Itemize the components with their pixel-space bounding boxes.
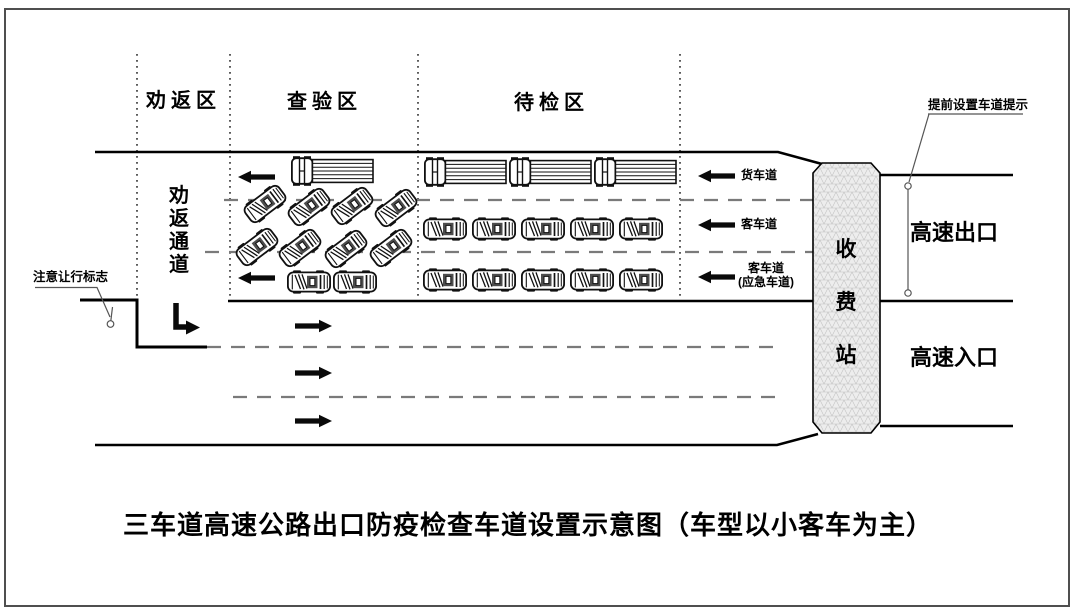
car-icon: [286, 269, 332, 295]
turn-down-arrow-icon: [173, 303, 200, 335]
car-icon: [284, 184, 334, 230]
emergency-lane-label: 客车道 (应急车道): [738, 261, 794, 289]
advance-notice-callout: [904, 113, 1023, 297]
toll-station-label: 收费站: [835, 238, 857, 367]
truck-icon: [290, 155, 374, 187]
left-arrow-icon: [238, 271, 275, 285]
car-icon: [321, 226, 371, 272]
car-icon: [422, 216, 468, 242]
car-icon: [570, 267, 614, 293]
truck-icon: [508, 156, 592, 188]
car-icon: [619, 216, 663, 242]
zone-label-turn-back: 劝返区: [146, 90, 221, 112]
direction-arrows: [173, 169, 735, 428]
truck-icon: [423, 156, 507, 188]
left-arrow-icon: [698, 169, 735, 183]
truck-icon: [594, 156, 677, 188]
zone-boundary-dotted-lines: [136, 54, 681, 300]
highway-entrance-label: 高速入口: [910, 345, 999, 370]
turn-back-step-line: [80, 298, 207, 349]
car-icon: [371, 185, 421, 231]
car-icon: [366, 225, 416, 271]
left-arrow-icon: [698, 218, 735, 232]
car-icon: [521, 216, 565, 242]
car-icon: [471, 216, 516, 242]
zone-label-waiting: 待检区: [514, 92, 589, 114]
car-icon: [570, 216, 614, 242]
yield-sign-note: 注意让行标志: [33, 270, 109, 284]
car-icon: [327, 183, 377, 229]
left-arrow-icon: [238, 170, 275, 184]
car-icon: [275, 225, 325, 271]
right-arrow-icon: [295, 414, 332, 428]
yield-sign-callout: [35, 286, 115, 328]
advance-notice-note: 提前设置车道提示: [928, 98, 1029, 112]
truck-lane-label: 货车道: [741, 168, 778, 182]
highway-exit-label: 高速出口: [910, 220, 999, 245]
diagram-frame: [4, 8, 1070, 607]
zone-label-inspection: 查验区: [287, 91, 362, 113]
left-arrow-icon: [698, 270, 735, 284]
car-icon: [332, 269, 378, 295]
diagram-title: 三车道高速公路出口防疫检查车道设置示意图（车型以小客车为主）: [122, 510, 933, 540]
car-icon: [471, 267, 516, 293]
car-icon: [232, 224, 282, 270]
bus-lane-label: 客车道: [741, 217, 778, 231]
road-edge-lines: [95, 150, 1013, 447]
car-icon: [422, 267, 468, 293]
car-icon: [521, 267, 565, 293]
toll-station-shape: [812, 162, 881, 434]
car-icon: [240, 181, 290, 227]
waiting-zone-vehicles: [422, 156, 677, 293]
right-arrow-icon: [295, 319, 332, 333]
turn-back-channel-label: 劝返通道: [169, 185, 189, 276]
right-arrow-icon: [295, 366, 332, 380]
car-icon: [619, 267, 663, 293]
